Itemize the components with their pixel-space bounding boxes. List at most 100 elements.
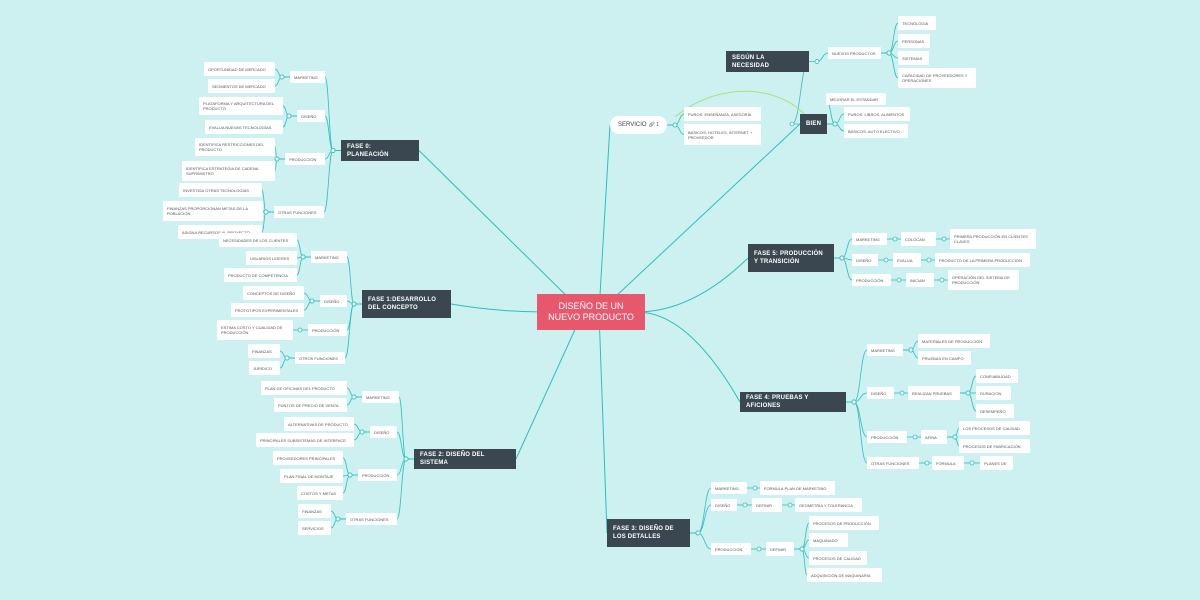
fase2-plan-ofertas[interactable]: PLAN DE OFICINAS DEL PRODUCTO	[261, 381, 347, 395]
fase5-inician[interactable]: INICIAN	[906, 273, 934, 287]
fase3-adquisicion[interactable]: ADQUISICIÓN DE MAQUINARIA	[807, 568, 882, 582]
fase0-otras[interactable]: OTRAS FUNCIONES	[274, 206, 324, 218]
fase4-desempeno[interactable]: DESEMPEÑO	[976, 404, 1014, 418]
fase4-otras[interactable]: OTRAS FUNCIONES	[867, 457, 919, 469]
bien-personas[interactable]: PERSONAS	[898, 34, 930, 48]
link-icon[interactable]: 🔗︎ 1	[648, 122, 659, 128]
fase1-produccion[interactable]: PRODUCCIÓN	[308, 324, 347, 336]
junction-dot[interactable]	[924, 460, 930, 466]
fase3-definir-1[interactable]: DEFINIR	[752, 498, 782, 512]
junction-dot[interactable]	[756, 546, 762, 552]
junction-dot[interactable]	[403, 456, 409, 462]
fase3-formula[interactable]: FORMULA PLAN DE MARKETING	[760, 481, 835, 495]
junction-dot[interactable]	[284, 355, 290, 361]
fase5-diseno[interactable]: DISEÑO	[852, 254, 878, 266]
fase4-node[interactable]: FASE 4: PRUEBAS Y AFICIONES	[740, 392, 846, 412]
fase1-necesidades[interactable]: NECESIDADES DE LOS CLIENTES	[219, 233, 297, 247]
fase1-estima[interactable]: ESTIMA COSTO Y CUALIDAD DE PRODUCCIÓN	[217, 320, 293, 340]
fase4-diseno[interactable]: DISEÑO	[867, 387, 894, 399]
bien-mejorar[interactable]: MEJORAR EL ESTANDAR	[826, 93, 886, 105]
servicio-puros[interactable]: PUROS: ENSEÑANZA, ASESORÍA	[684, 107, 761, 121]
junction-dot[interactable]	[832, 121, 838, 127]
fase2-otras[interactable]: OTRAS FUNCIONES	[346, 513, 397, 525]
fase4-duracion[interactable]: DURACIÓN	[976, 386, 1011, 400]
servicio-basicos[interactable]: BÁSICOS: HOTELES, INTERNET + PROVEEDOR	[684, 124, 761, 145]
junction-dot[interactable]	[899, 390, 905, 396]
junction-dot[interactable]	[263, 209, 269, 215]
junction-dot[interactable]	[839, 255, 845, 261]
junction-dot[interactable]	[941, 236, 947, 242]
fase5-primera-prod[interactable]: PRIMERA PRODUCCIÓN EN CLIENTES CLAVES	[950, 229, 1036, 249]
junction-dot[interactable]	[908, 347, 914, 353]
fase4-afina[interactable]: AFINA	[921, 430, 947, 444]
fase3-definir-2[interactable]: DEFINIR	[766, 542, 794, 556]
fase0-oportunidad[interactable]: OPORTUNIDAD DE MERCADO	[204, 62, 275, 76]
fase1-conceptos[interactable]: CONCEPTOS DE DISEÑO	[243, 286, 304, 300]
junction-dot[interactable]	[335, 516, 341, 522]
bien-sistemas[interactable]: SISTEMAS	[898, 51, 929, 65]
bien-tecnologia[interactable]: TECNOLOGIA	[898, 16, 936, 30]
fase1-finanzas[interactable]: FINANZAS	[248, 344, 280, 358]
junction-dot[interactable]	[886, 50, 892, 56]
fase1-prototipos[interactable]: PROTOTIPOS EXPERIMENTALES	[231, 303, 304, 317]
junction-dot[interactable]	[896, 277, 902, 283]
fase3-procesos[interactable]: PROCESOS DE PRODUCCIÓN	[809, 516, 879, 530]
junction-dot[interactable]	[883, 257, 889, 263]
bien-nuevos[interactable]: NUEVOS PRODUCTOS	[828, 47, 881, 59]
fase4-produccion[interactable]: PRODUCCIÓN	[867, 431, 907, 443]
junction-dot[interactable]	[787, 502, 793, 508]
junction-dot[interactable]	[286, 113, 292, 119]
fase1-competencia[interactable]: PRODUCTO DE COMPETENCIA	[224, 268, 297, 282]
bien-node[interactable]: BIEN	[800, 114, 827, 134]
junction-dot[interactable]	[814, 59, 820, 64]
fase3-node[interactable]: FASE 3: DISEÑO DE LOS DETALLES	[607, 519, 690, 547]
fase1-node[interactable]: FASE 1:DESARROLLO DEL CONCEPTO	[362, 290, 451, 318]
relationship-arc[interactable]	[674, 90, 809, 119]
fase2-costos[interactable]: COSTOS Y METAS	[297, 486, 343, 500]
fase3-geometria[interactable]: GEOMETRÍA Y TOLERANCIA	[795, 498, 862, 512]
fase2-finanzas[interactable]: FINANZAS	[298, 504, 331, 518]
fase5-operacion[interactable]: OPERACIÓN DEL SISTEMA DE PRODUCCIÓN	[948, 270, 1019, 290]
bien-basicos[interactable]: BÁSICOS: AUTO ELECTIVO	[844, 124, 908, 138]
fase0-marketing[interactable]: MARKETING	[290, 71, 325, 83]
fase5-colocan[interactable]: COLOCAN	[901, 232, 936, 246]
fase0-identifica-cadena[interactable]: IDENTIFICA ESTRATEGIA DE CADENA SUPRIMIS…	[182, 161, 275, 181]
fase1-juridico[interactable]: JURÍDICO	[249, 361, 280, 375]
fase4-planes[interactable]: PLANES DE	[980, 456, 1013, 470]
fase3-maquinado[interactable]: MAQUINADO	[809, 533, 848, 547]
fase3-produccion[interactable]: PRODUCCIÓN	[711, 543, 751, 555]
fase4-materiales[interactable]: MATERIALES DE PRODUCCIÓN	[918, 334, 990, 348]
fase2-plan-final[interactable]: PLAN FINAL DE MONTAJE	[280, 469, 343, 483]
junction-dot[interactable]	[279, 74, 285, 80]
fase5-produccion[interactable]: PRODUCCIÓN	[852, 274, 891, 286]
junction-dot[interactable]	[851, 399, 857, 405]
junction-dot[interactable]	[965, 390, 971, 396]
fase2-produccion[interactable]: PRODUCCIÓN	[358, 469, 397, 481]
fase2-puntos[interactable]: PUNTOS DE PRECIO DE VENTA	[274, 398, 347, 412]
junction-dot[interactable]	[969, 460, 975, 466]
junction-dot[interactable]	[742, 502, 748, 508]
junction-dot[interactable]	[789, 121, 795, 127]
fase4-procesos-fab[interactable]: PROCESOS DE FABRICACIÓN	[959, 439, 1030, 453]
fase2-proveedores[interactable]: PROVEEDORES PRINCIPALES	[273, 451, 343, 465]
junction-dot[interactable]	[351, 394, 357, 400]
junction-dot[interactable]	[330, 148, 336, 153]
fase4-marketing[interactable]: MARKETING	[867, 344, 903, 356]
fase0-node[interactable]: FASE 0: PLANEACIÓN	[341, 140, 419, 161]
fase0-plataforma[interactable]: PLATAFORMA Y ARQUITECTURA DEL PRODUCTO	[199, 97, 283, 115]
fase4-procesos-cal[interactable]: LOS PROCESOS DE CALIDAD	[959, 421, 1030, 435]
fase0-segmentos[interactable]: SEGMENTOS DE MERCADO	[208, 79, 275, 93]
fase2-diseno[interactable]: DISEÑO	[370, 426, 397, 438]
fase1-otras[interactable]: OTROS FUNCIONES	[295, 352, 345, 364]
fase3-calidad[interactable]: PROCESOS DE CALIDAD	[809, 551, 867, 565]
fase3-diseno[interactable]: DISEÑO	[711, 499, 737, 511]
junction-dot[interactable]	[359, 429, 365, 435]
junction-dot[interactable]	[274, 156, 280, 162]
fase4-pruebas-campo[interactable]: PRUEBAS EN CAMPO	[918, 351, 971, 365]
junction-dot[interactable]	[892, 236, 898, 242]
junction-dot[interactable]	[939, 277, 945, 283]
fase4-realizan[interactable]: REALIZAN PRUEBAS	[908, 386, 960, 400]
fase5-marketing[interactable]: MARKETING	[852, 233, 887, 245]
central-topic[interactable]: DISEÑO DE UN NUEVO PRODUCTO	[537, 294, 645, 330]
fase2-principales[interactable]: PRINCIPALES SUBSISTEMAS DE INTERFACE	[256, 433, 354, 447]
